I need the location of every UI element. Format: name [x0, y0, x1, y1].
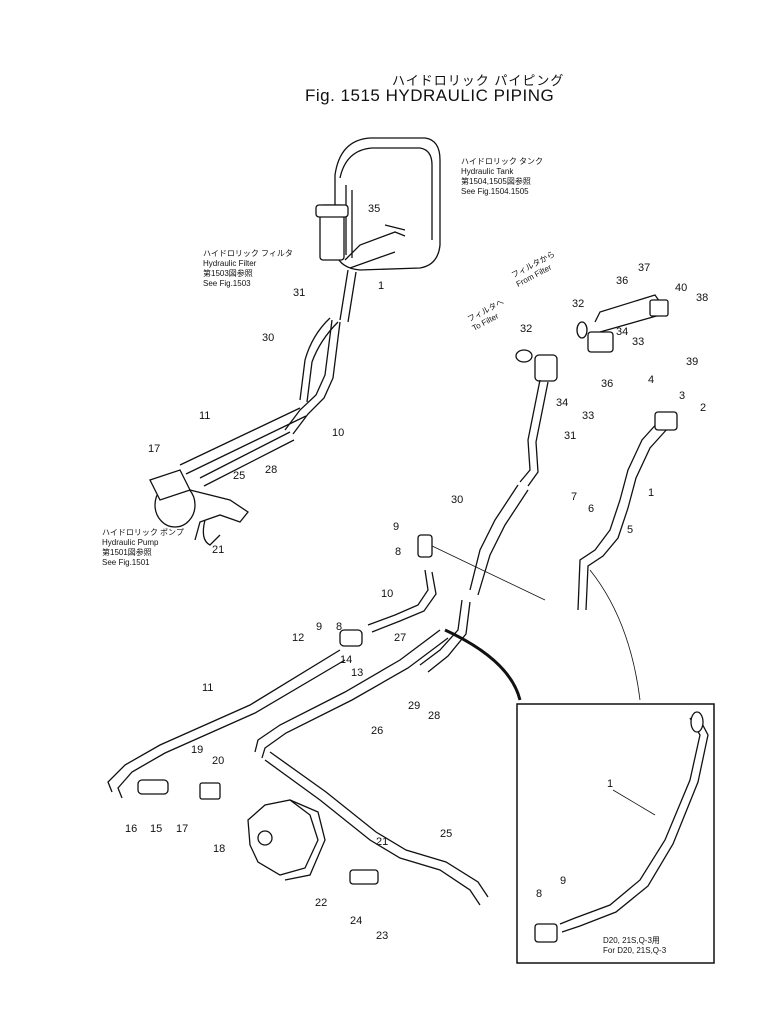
part-number: 36 [601, 378, 614, 390]
part-number: 35 [368, 203, 381, 215]
inset-caption: D20, 21S,Q-3用 For D20, 21S,Q-3 [603, 936, 666, 956]
filter-note-ref-jp: 第1503図参照 [203, 269, 253, 278]
part-number: 25 [440, 828, 453, 840]
part-number: 32 [520, 323, 533, 335]
part-number: 30 [262, 332, 275, 344]
part-number: 5 [627, 524, 634, 536]
part-number: 18 [213, 843, 226, 855]
title-japanese: ハイドロリック パイピング [392, 73, 565, 88]
inset-box [516, 703, 715, 964]
lower-pipe-11 [107, 629, 363, 800]
tank-note-ref-jp: 第1504,1505図参照 [461, 177, 531, 186]
inset-caption-en: For D20, 21S,Q-3 [603, 946, 667, 955]
part-number: 3 [679, 390, 686, 402]
part-number: 10 [381, 588, 394, 600]
part-number: 17 [176, 823, 189, 835]
part-number: 21 [212, 544, 225, 556]
part-number: 28 [265, 464, 278, 476]
part-number: 11 [199, 410, 211, 422]
part-number: 21 [376, 836, 389, 848]
part-number: 15 [150, 823, 163, 835]
part-number: 31 [564, 430, 577, 442]
tank-callout: ハイドロリック タンク Hydraulic Tank 第1504,1505図参照… [461, 157, 543, 197]
part-number: 37 [638, 262, 651, 274]
part-number: 29 [408, 700, 421, 712]
part-number: 9 [393, 521, 400, 533]
part-number: 40 [675, 282, 688, 294]
part-number: 30 [451, 494, 464, 506]
pump-note-jp: ハイドロリック ポンプ [102, 528, 184, 537]
part-number: 38 [696, 292, 709, 304]
part-number: 6 [588, 503, 595, 515]
part-number: 9 [560, 875, 567, 887]
part-number: 8 [536, 888, 543, 900]
part-number: 17 [148, 443, 161, 455]
part-number: 9 [316, 621, 323, 633]
inset-caption-jp: D20, 21S,Q-3用 [603, 936, 660, 945]
filter-note-en: Hydraulic Filter [203, 259, 257, 268]
part-number: 19 [191, 744, 204, 756]
part-number: 24 [350, 915, 363, 927]
part-number: 1 [648, 487, 655, 499]
figure-title: Fig. 1515 HYDRAULIC PIPING [305, 86, 555, 105]
filter-note-jp: ハイドロリック フィルタ [203, 249, 293, 258]
part-number: 11 [202, 682, 214, 694]
part-number: 32 [572, 298, 585, 310]
part-number: 1 [607, 778, 614, 790]
part-number: 27 [394, 632, 407, 644]
part-number: 25 [233, 470, 246, 482]
part-number: 20 [212, 755, 225, 767]
right-pipe-assembly [469, 294, 678, 611]
hydraulic-pump [247, 799, 326, 881]
part-number: 1 [378, 280, 385, 292]
part-number: 28 [428, 710, 441, 722]
part-number: 12 [292, 632, 305, 644]
tank-note-ref-en: See Fig.1504.1505 [461, 187, 529, 196]
part-number: 26 [371, 725, 384, 737]
pump-note-en: Hydraulic Pump [102, 538, 159, 547]
part-number: 23 [376, 930, 389, 942]
part-number: 7 [571, 491, 578, 503]
filter-callout: ハイドロリック フィルタ Hydraulic Filter 第1503図参照 S… [203, 249, 293, 289]
part-number: 36 [616, 275, 629, 287]
hydraulic-tank [334, 137, 441, 271]
part-number: 33 [632, 336, 645, 348]
tank-note-en: Hydraulic Tank [461, 167, 514, 176]
part-number: 16 [125, 823, 138, 835]
part-number: 39 [686, 356, 699, 368]
part-number: 33 [582, 410, 595, 422]
part-number: 10 [332, 427, 345, 439]
filter-note-ref-en: See Fig.1503 [203, 279, 251, 288]
tank-note-jp: ハイドロリック タンク [461, 157, 544, 166]
part-number: 13 [351, 667, 364, 679]
part-number: 34 [556, 397, 569, 409]
part-number: 31 [293, 287, 306, 299]
part-number: 34 [616, 326, 629, 338]
part-number: 4 [648, 374, 655, 386]
part-number: 22 [315, 897, 328, 909]
hydraulic-pump-small [149, 469, 249, 546]
part-number: 2 [700, 402, 707, 414]
part-number: 8 [336, 621, 343, 633]
part-number: 14 [340, 654, 353, 666]
part-number: 8 [395, 546, 402, 558]
pump-note-ref-en: See Fig.1501 [102, 558, 150, 567]
hydraulic-filter [315, 204, 349, 261]
pump-note-ref-jp: 第1501図参照 [102, 548, 152, 557]
pump-callout: ハイドロリック ポンプ Hydraulic Pump 第1501図参照 See … [102, 528, 184, 568]
